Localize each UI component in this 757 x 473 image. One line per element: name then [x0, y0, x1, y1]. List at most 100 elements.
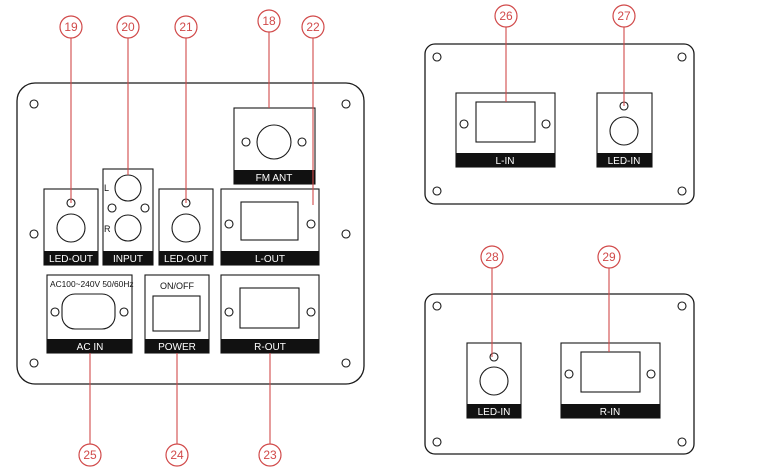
- label-bar: [159, 251, 213, 265]
- power-inlet-socket: [61, 293, 116, 330]
- input-l-socket: [114, 174, 142, 202]
- callout-27-text: 27: [617, 9, 631, 23]
- label-bar: [234, 170, 315, 184]
- callout-21: 21: [174, 15, 198, 39]
- screw-hole: [306, 219, 316, 229]
- callout-23-text: 23: [263, 448, 277, 462]
- r-in-label: R-IN: [600, 407, 621, 418]
- led-out-left-label: LED-OUT: [49, 254, 93, 265]
- rocker-switch: [152, 295, 201, 332]
- xlr-socket: [479, 366, 509, 396]
- ac-spec-text: AC100~240V 50/60Hz: [50, 279, 134, 289]
- mount-hole: [341, 358, 351, 368]
- mount-hole: [29, 99, 39, 109]
- on-off-text: ON/OFF: [160, 281, 194, 291]
- callout-29: 29: [597, 245, 621, 269]
- label-bar: [47, 339, 132, 353]
- callout-20: 20: [116, 15, 140, 39]
- input-label: INPUT: [113, 254, 143, 265]
- callout-18-text: 18: [262, 14, 276, 28]
- r-out-connector: R-OUT: [220, 274, 320, 354]
- label-bar: [221, 251, 319, 265]
- callout-25: 25: [78, 443, 102, 467]
- screw-hole: [564, 369, 574, 379]
- power-switch: ON/OFF POWER: [144, 274, 210, 354]
- label-bar: [561, 404, 660, 418]
- label-bar: [221, 339, 319, 353]
- callout-21-text: 21: [179, 20, 193, 34]
- mount-hole: [341, 229, 351, 239]
- callout-18: 18: [257, 9, 281, 33]
- screw-hole: [646, 369, 656, 379]
- mount-hole: [29, 358, 39, 368]
- mount-hole: [677, 52, 687, 62]
- screw-hole: [224, 307, 234, 317]
- callout-19-text: 19: [64, 20, 78, 34]
- screw-hole: [489, 352, 499, 362]
- speakon-socket: [239, 287, 300, 329]
- label-bar: [467, 404, 521, 418]
- callout-25-text: 25: [83, 448, 97, 462]
- ac-in-label: AC IN: [77, 342, 104, 353]
- callouts: 19 20 21 18 22 25 24 23: [59, 4, 636, 467]
- screw-hole: [459, 119, 469, 129]
- screw-hole: [306, 307, 316, 317]
- xlr-socket: [171, 213, 201, 243]
- led-in-bottom-connector: LED-IN: [466, 342, 522, 419]
- power-label: POWER: [158, 342, 196, 353]
- mount-hole: [432, 52, 442, 62]
- callout-24-text: 24: [170, 448, 184, 462]
- screw-hole: [140, 203, 150, 213]
- callout-lines: [70, 27, 625, 444]
- screw-hole: [224, 219, 234, 229]
- screw-hole: [119, 307, 129, 317]
- led-in-top-label: LED-IN: [608, 156, 641, 167]
- label-bar: [44, 251, 98, 265]
- mount-hole: [432, 301, 442, 311]
- mount-hole: [677, 186, 687, 196]
- input-l-text: L: [104, 183, 109, 193]
- ac-in-connector: AC100~240V 50/60Hz AC IN: [46, 274, 134, 354]
- label-bar: [597, 153, 652, 167]
- screw-hole: [50, 307, 60, 317]
- callout-29-text: 29: [602, 250, 616, 264]
- fm-ant-connector: FM ANT: [233, 107, 316, 185]
- callout-23: 23: [258, 443, 282, 467]
- l-out-label: L-OUT: [255, 254, 285, 265]
- l-in-connector: L-IN: [455, 92, 556, 168]
- fm-ant-label: FM ANT: [256, 173, 293, 184]
- mount-hole: [677, 437, 687, 447]
- screw-hole: [297, 137, 307, 147]
- antenna-socket: [256, 124, 292, 160]
- callout-22: 22: [301, 15, 325, 39]
- screw-hole: [241, 137, 251, 147]
- mount-hole: [432, 437, 442, 447]
- label-bar: [456, 153, 555, 167]
- r-in-connector: R-IN: [560, 342, 661, 419]
- callout-28: 28: [480, 245, 504, 269]
- speakon-socket: [240, 201, 299, 241]
- l-out-connector: L-OUT: [220, 188, 320, 266]
- screw-hole: [107, 203, 117, 213]
- input-r-socket: [114, 214, 142, 242]
- callout-24: 24: [165, 443, 189, 467]
- callout-26-text: 26: [499, 9, 513, 23]
- xlr-socket: [609, 116, 639, 146]
- l-in-label: L-IN: [496, 156, 515, 167]
- label-bar: [103, 251, 153, 265]
- mount-hole: [432, 186, 442, 196]
- callout-27: 27: [612, 4, 636, 28]
- screw-hole: [541, 119, 551, 129]
- led-out-left-connector: LED-OUT: [43, 188, 99, 266]
- input-r-text: R: [104, 224, 111, 234]
- mount-hole: [677, 301, 687, 311]
- label-bar: [145, 339, 209, 353]
- mount-hole: [29, 229, 39, 239]
- callout-22-text: 22: [306, 20, 320, 34]
- input-connector: L R INPUT: [102, 168, 154, 266]
- mount-hole: [341, 99, 351, 109]
- callout-19: 19: [59, 15, 83, 39]
- xlr-socket: [56, 213, 86, 243]
- r-out-label: R-OUT: [254, 342, 286, 353]
